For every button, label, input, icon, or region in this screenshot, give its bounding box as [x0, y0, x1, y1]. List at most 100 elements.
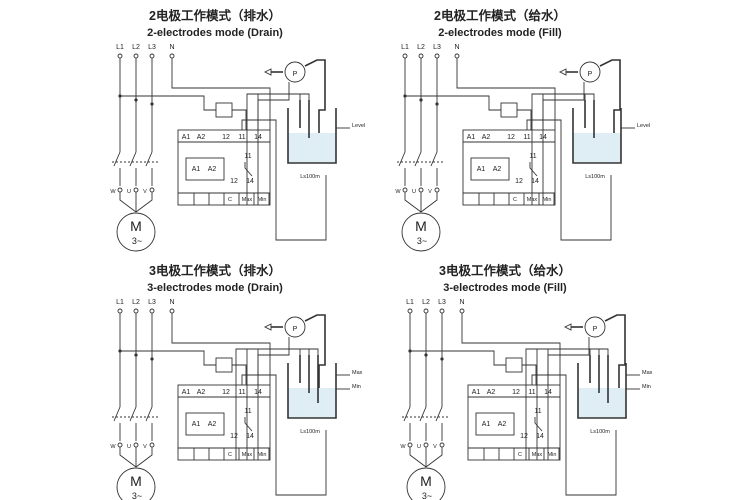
panel-title-zh: 2电极工作模式（排水）	[149, 8, 281, 23]
panel-title-en: 3-electrodes mode (Fill)	[443, 282, 567, 294]
junction-dot	[424, 353, 428, 357]
motor-symbol	[406, 467, 446, 500]
motor-terminal	[133, 442, 139, 448]
pump-label: P	[293, 326, 298, 333]
pump-pipe	[304, 314, 326, 395]
motor-phase-V: V	[428, 189, 432, 195]
motor-lead	[119, 192, 137, 213]
relay-top-terminal-12: 12	[222, 389, 230, 396]
relay-contact-switch	[534, 417, 543, 432]
junction-dot	[134, 353, 138, 357]
tank-wall	[572, 108, 622, 164]
terminal-N	[169, 53, 175, 59]
relay-contact-11: 11	[244, 153, 251, 160]
neutral-wire	[456, 58, 556, 130]
electrode-wire	[235, 348, 319, 460]
relay-to-pump-wire	[547, 337, 590, 385]
line-label-L3: L3	[433, 44, 441, 51]
relay-contact-11: 11	[529, 153, 536, 160]
contactor-coil	[215, 357, 233, 373]
pump-arrow	[563, 323, 572, 331]
motor-phase-V: V	[433, 444, 437, 450]
line-label-L3: L3	[438, 299, 446, 306]
motor-lead	[404, 192, 422, 213]
electrode-wire	[525, 348, 609, 460]
line-label-N: N	[454, 44, 459, 51]
relay-coil-A1: A1	[192, 166, 201, 173]
panel-title-zh: 3电极工作模式（排水）	[149, 263, 281, 278]
motor-lead	[119, 447, 137, 468]
motor-phase-U: U	[417, 444, 421, 450]
relay-contact-12: 12	[520, 433, 528, 440]
contactor-switch	[435, 406, 443, 422]
coil-feed	[120, 95, 216, 111]
contactor-switch	[414, 151, 422, 167]
pump-pipe	[604, 314, 626, 395]
motor-phase-W: W	[395, 189, 401, 195]
motor-phase-U: U	[412, 189, 416, 195]
junction-dot	[150, 102, 154, 106]
junction-dot	[419, 98, 423, 102]
motor-terminal	[423, 442, 429, 448]
contactor-switch	[129, 406, 137, 422]
motor-phase-U: U	[127, 189, 131, 195]
motor-lead	[135, 192, 153, 213]
motor-phase-label: 3~	[132, 236, 142, 246]
line-label-L3: L3	[148, 299, 156, 306]
terminal-L1	[117, 308, 123, 314]
relay-top-terminal-A2: A2	[482, 134, 491, 141]
relay-return-wire	[526, 119, 612, 241]
contactor-switch	[430, 151, 438, 167]
junction-dot	[435, 102, 439, 106]
coil-feed	[405, 95, 501, 111]
contactor-coil	[505, 357, 523, 373]
motor-lead	[425, 447, 443, 468]
panel-title-zh: 3电极工作模式（给水）	[439, 263, 571, 278]
pump-symbol	[579, 61, 601, 83]
junction-dot	[150, 357, 154, 361]
level-label-Min: Min	[642, 384, 651, 390]
relay-contact-14: 14	[536, 433, 544, 440]
relay-contact-11: 11	[534, 408, 541, 415]
tank-water	[573, 133, 621, 163]
motor-terminal	[149, 442, 155, 448]
line-label-L2: L2	[132, 299, 140, 306]
terminal-L3	[149, 53, 155, 59]
motor-terminal	[418, 187, 424, 193]
line-label-L1: L1	[406, 299, 414, 306]
coil-return	[517, 109, 532, 130]
motor-terminal	[133, 187, 139, 193]
contactor-switch	[398, 151, 406, 167]
motor-lead	[135, 447, 153, 468]
relay-coil-box	[185, 157, 225, 181]
relay-bottom-terminal-C: C	[518, 452, 522, 458]
relay-contact-11: 11	[244, 408, 251, 415]
tank-water	[288, 133, 336, 163]
terminal-L2	[423, 308, 429, 314]
contactor-switch	[403, 406, 411, 422]
relay-contact-switch	[529, 162, 538, 177]
terminal-L3	[439, 308, 445, 314]
contactor-switch	[129, 151, 137, 167]
pump-symbol	[584, 316, 606, 338]
relay-coil-A2: A2	[208, 166, 217, 173]
motor-phase-V: V	[143, 444, 147, 450]
relay-contact-14: 14	[246, 433, 254, 440]
motor-terminal	[434, 187, 440, 193]
relay-to-pump-wire	[542, 82, 585, 130]
line-label-L1: L1	[116, 299, 124, 306]
tank-wall	[577, 363, 627, 419]
electrode-wire	[246, 93, 310, 205]
line-label-L1: L1	[401, 44, 409, 51]
tank-water	[288, 388, 336, 418]
relay-bottom-terminal-C: C	[513, 197, 517, 203]
pump-arrow	[558, 68, 567, 76]
junction-dot	[134, 98, 138, 102]
relay-bottom-terminal-C: C	[228, 197, 232, 203]
relay-contact-12: 12	[230, 433, 238, 440]
coil-feed	[120, 350, 216, 366]
panel-title-en: 2-electrodes mode (Drain)	[147, 27, 283, 39]
